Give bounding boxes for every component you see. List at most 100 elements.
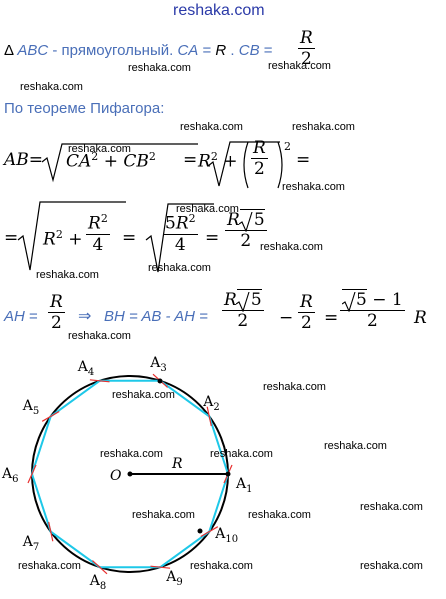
cb-label: CB [238,42,260,59]
r-term-6: R [224,290,237,310]
watermark: reshaka.com [263,381,326,393]
watermark: reshaka.com [282,181,345,193]
watermark: reshaka.com [112,389,175,401]
tick-mark [41,410,60,422]
point-label-a4: A4 [77,358,95,378]
point-label-a2: A2 [203,394,220,414]
pythagoras-line: По теореме Пифагора: [4,100,165,117]
watermark: reshaka.com [148,262,211,274]
minus-sign: − [279,308,294,328]
frac-den-8: 2 [366,311,378,331]
r-term-2: R [43,229,56,250]
point-label-a5: A5 [22,398,40,418]
fraction-den: 2 [300,49,312,69]
r-tail: R [414,308,427,328]
triangle-symbol: Δ [4,42,14,59]
watermark: reshaka.com [100,448,163,460]
eq4-eq2: = [122,228,137,248]
point-label-a8: A8 [89,573,107,592]
eq4-eq: = [4,228,19,248]
plus-3: + [62,229,83,250]
exp-2b: 2 [148,150,156,163]
condition-line: Δ ABC - прямоугольный. CA = R . CB = [4,42,273,59]
point-label-a10: A10 [215,525,239,545]
frac-den-3: 4 [174,234,186,255]
frac-num-8: 5 − 1 [340,289,405,312]
ca2-cb2: CA2 + CB2 [66,150,156,172]
sqrt-2-svg [17,201,214,273]
watermark: reshaka.com [324,440,387,452]
plus-2: + [217,151,238,172]
center-label: O [110,468,122,484]
five-4: 5 [342,289,367,310]
frac-den-2: 4 [92,234,104,255]
tick-mark [89,379,110,383]
tick-mark [91,560,108,575]
frac-num-5: R [48,292,65,313]
r-over-2-paren: R 2 [251,138,268,179]
radius-label: R [172,456,183,472]
sqrt5-minus-1-over-2: 5 − 1 2 [340,289,405,331]
point-label-a9: A9 [166,569,183,588]
watermark: reshaka.com [190,560,253,572]
tick-mark [200,526,219,538]
watermark: reshaka.com [360,501,423,513]
exp-2e: 2 [100,212,108,225]
five: 5 [165,213,176,234]
condition-text: - прямоугольный. [48,42,178,59]
ah-lhs: AH = [4,308,38,325]
tick-mark [150,565,171,569]
one: 1 [391,290,403,310]
watermark: reshaka.com [128,62,191,74]
site-header[interactable]: reshaka.com [173,2,265,19]
eq4-eq3: = [205,228,220,248]
triangle-name: ABC [17,42,49,59]
fraction-num: R [298,28,315,49]
r-term-3: R [88,213,101,234]
r-over-2-fraction: R 2 [298,28,315,69]
tick-mark [206,406,212,427]
watermark: reshaka.com [210,448,273,460]
exp-2f: 2 [188,212,196,225]
tick-mark [27,464,37,484]
frac-num-7: R [298,292,315,313]
watermark: reshaka.com [268,60,331,72]
r-term-4: R [175,213,189,234]
exp-2d: 2 [55,228,63,241]
decagon-figure [27,373,233,575]
r2-over-4: R2 4 [86,212,110,255]
r-over-2-b: R 2 [298,292,315,333]
watermark: reshaka.com [360,560,423,572]
sqrt-sign [239,212,253,232]
point-label-a3: A3 [150,354,167,374]
point-label-a7: A7 [22,533,40,553]
cb-term: CB [123,151,149,172]
frac-den-5: 2 [50,313,62,333]
frac-den: 2 [253,159,265,179]
center-point [127,471,133,477]
sqrt-1-svg [41,141,280,187]
eq-sign-5: = [324,308,339,328]
plus: + [98,151,124,172]
bh-text: BH = AB - AH = [104,308,208,325]
ah-r-over-2: R 2 [48,292,65,333]
watermark: reshaka.com [36,269,99,281]
frac-den-7: 2 [300,313,312,333]
frac-num-2: R2 [86,212,110,235]
frac-num: R [251,138,268,159]
eq-sign: = [198,42,216,59]
separator: . [226,42,239,59]
ah-label: AH [4,308,25,325]
ca-label: CA [177,42,199,59]
ca-term: CA [66,151,92,172]
exp-2c: 2 [210,150,218,163]
eq-sign: = [28,150,44,170]
r-label: R [215,42,227,59]
paren-exp: 2 [284,140,291,153]
watermark: reshaka.com [18,560,81,572]
